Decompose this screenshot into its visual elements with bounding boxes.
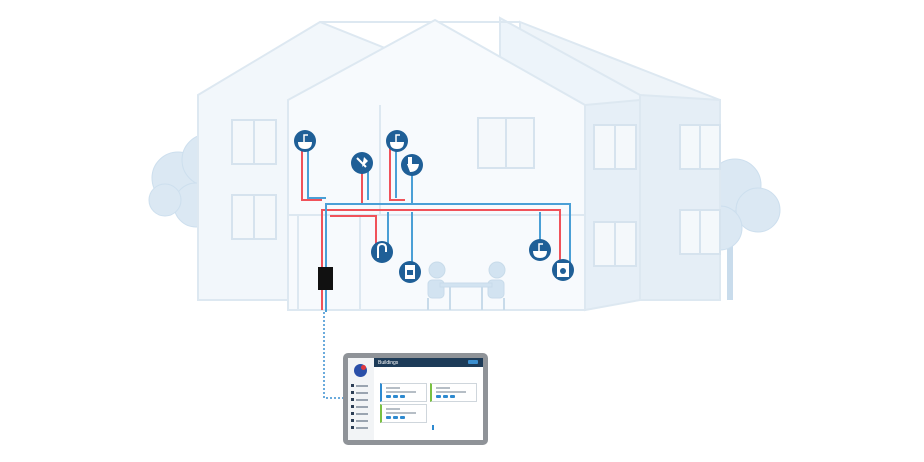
windows	[231, 117, 721, 267]
nav-line	[356, 384, 368, 387]
washing-machine-icon	[552, 259, 574, 281]
building-card	[430, 383, 477, 402]
nav-dot-icon	[351, 419, 354, 422]
control-unit-icon	[318, 267, 333, 290]
nav-dot-icon	[351, 426, 354, 429]
nav-dot-icon	[351, 384, 354, 387]
tap-icon	[371, 241, 393, 263]
nav-line	[356, 398, 368, 401]
dining-scene	[427, 261, 506, 310]
nav-line	[356, 412, 368, 415]
wash-basin-icon	[386, 130, 408, 152]
dishwasher-icon	[399, 261, 421, 283]
wash-basin-icon	[294, 130, 316, 152]
toilet-icon	[401, 154, 423, 176]
nav-line	[356, 405, 368, 408]
shower-icon	[351, 152, 373, 174]
nav-dot-icon	[351, 391, 354, 394]
tablet-header-button	[468, 360, 478, 364]
tablet-header	[374, 358, 483, 367]
hot-water-pipes	[301, 145, 561, 310]
nav-line	[356, 391, 368, 394]
tablet-icon: Buildings	[343, 353, 488, 445]
tablet-screen: Buildings	[348, 358, 483, 440]
nav-line	[356, 419, 368, 422]
nav-dot-icon	[351, 398, 354, 401]
wash-basin-icon	[529, 239, 551, 261]
building-card	[380, 383, 427, 402]
tablet-header-title: Buildings	[378, 359, 399, 366]
nav-line	[356, 426, 368, 429]
nav-dot-icon	[351, 412, 354, 415]
nav-dot-icon	[351, 405, 354, 408]
tablet-sidebar	[348, 358, 374, 440]
tablet-connector	[323, 312, 344, 399]
app-logo-icon	[354, 364, 367, 377]
tablet-scroll-indicator	[432, 425, 434, 430]
building-card	[380, 404, 427, 423]
